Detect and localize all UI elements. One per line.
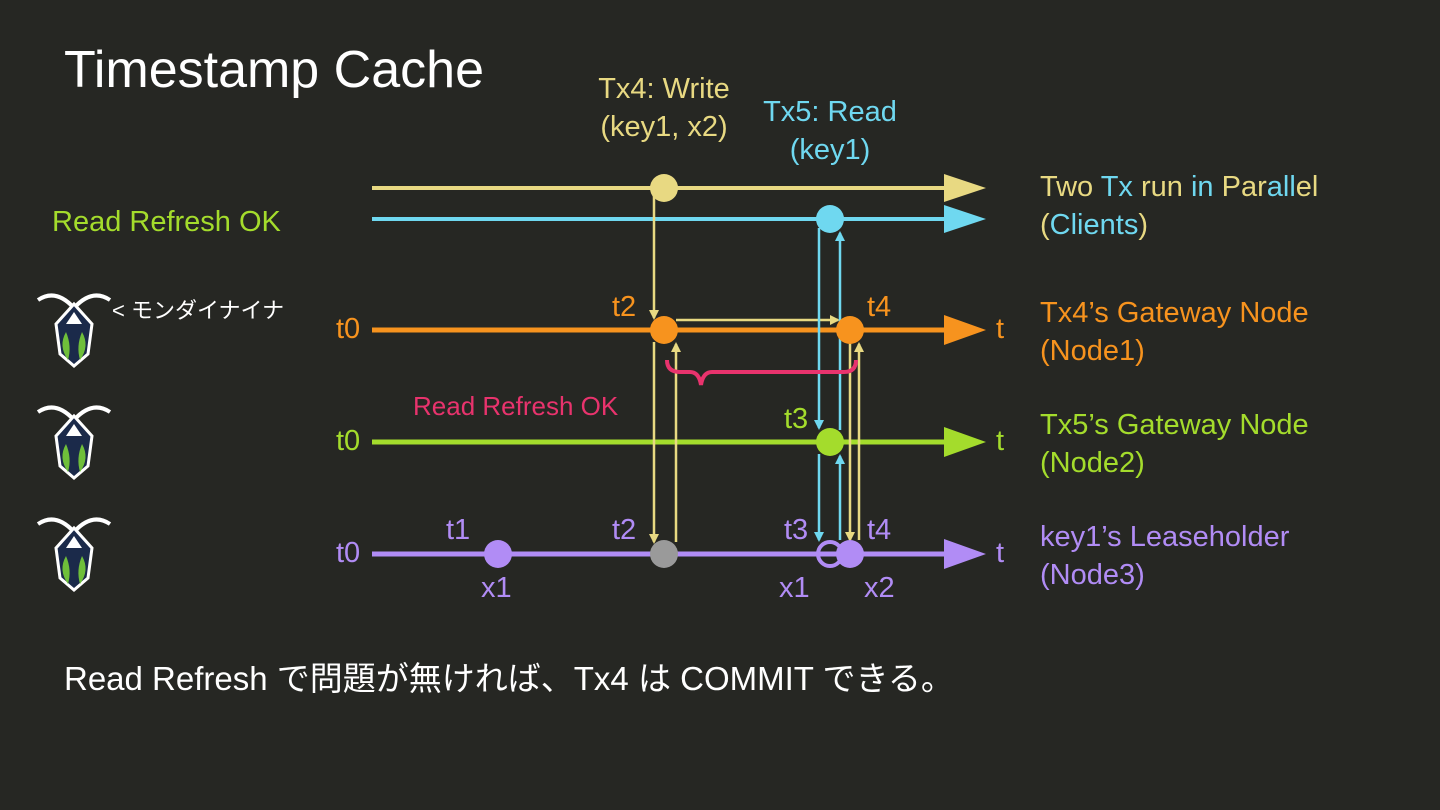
node3-start-label: t0 bbox=[336, 537, 361, 569]
node3-t2-label: t2 bbox=[612, 514, 637, 546]
node3-t1-label: t1 bbox=[446, 514, 471, 546]
cockroach-logo-icon bbox=[36, 405, 112, 480]
read-refresh-ok-mid-note: Read Refresh OK bbox=[413, 391, 619, 421]
clients-line2-part: ents bbox=[1083, 209, 1139, 241]
clients-line1-part: el bbox=[1295, 171, 1319, 203]
node2-t3-dot bbox=[816, 428, 844, 456]
read-refresh-brace bbox=[665, 359, 858, 386]
clients-line2-part: ) bbox=[1138, 209, 1149, 241]
tx4-write-label: Tx4: Write (key1, x2) bbox=[598, 73, 730, 143]
clients-line1-part: Tx bbox=[1100, 171, 1141, 203]
tx4-client-dot bbox=[650, 174, 678, 202]
clients-line2-part: Cli bbox=[1049, 209, 1084, 241]
node3-x1-value-label: x1 bbox=[481, 572, 512, 604]
node1-t2-label: t2 bbox=[612, 291, 637, 323]
clients-description-line2: (Clients) bbox=[1040, 206, 1318, 244]
node3-x2-dot bbox=[836, 540, 864, 568]
node1-description: Tx4’s Gateway Node (Node1) bbox=[1040, 297, 1309, 367]
node2-start-label: t0 bbox=[336, 425, 361, 457]
node3-arrowhead bbox=[944, 539, 986, 569]
node3-end-label: t bbox=[996, 537, 1005, 569]
slide-title: Timestamp Cache bbox=[64, 41, 484, 99]
node2-description: Tx5’s Gateway Node (Node2) bbox=[1040, 409, 1309, 479]
node2-end-label: t bbox=[996, 425, 1005, 457]
cockroach-logo-icon bbox=[36, 517, 112, 592]
node3-description: key1’s Leaseholder (Node3) bbox=[1040, 521, 1290, 591]
tx5-client-arrowhead bbox=[944, 205, 986, 233]
node3-t3-label: t3 bbox=[784, 514, 809, 546]
node1-t2-dot bbox=[650, 316, 678, 344]
read-refresh-ok-left-note: Read Refresh OK bbox=[52, 206, 281, 238]
node3-t4-label: t4 bbox=[867, 514, 892, 546]
footer-caption: Read Refresh で問題が無ければ、Tx4 は COMMIT できる。 bbox=[64, 660, 954, 697]
clients-line1-part: Two bbox=[1040, 171, 1101, 203]
clients-line1-part: Par bbox=[1221, 171, 1267, 203]
tx4-client-arrowhead bbox=[944, 174, 986, 202]
node1-t4-label: t4 bbox=[867, 291, 892, 323]
tx5-client-dot bbox=[816, 205, 844, 233]
node1-t4-dot bbox=[836, 316, 864, 344]
node1-arrowhead bbox=[944, 315, 986, 345]
bug-speech-text: < モンダイナイナ bbox=[112, 298, 285, 323]
node1-end-label: t bbox=[996, 313, 1005, 345]
node3-x1-read-label: x1 bbox=[779, 572, 810, 604]
node3-x2-value-label: x2 bbox=[864, 572, 895, 604]
clients-line1-part: run bbox=[1141, 171, 1191, 203]
clients-description: Two Tx run in Parallel (Clients) bbox=[1040, 168, 1318, 244]
node1-start-label: t0 bbox=[336, 313, 361, 345]
node2-t3-label: t3 bbox=[784, 403, 809, 435]
node3-x1-dot bbox=[484, 540, 512, 568]
node3-t2-dot bbox=[650, 540, 678, 568]
node2-arrowhead bbox=[944, 427, 986, 457]
clients-line1-part: all bbox=[1266, 171, 1296, 203]
clients-line2-part: ( bbox=[1040, 209, 1050, 241]
clients-line1-part: in bbox=[1190, 171, 1222, 203]
cockroach-logo-icon bbox=[36, 293, 112, 368]
clients-description-line1: Two Tx run in Parallel bbox=[1040, 168, 1318, 206]
tx5-read-label: Tx5: Read (key1) bbox=[763, 96, 897, 166]
